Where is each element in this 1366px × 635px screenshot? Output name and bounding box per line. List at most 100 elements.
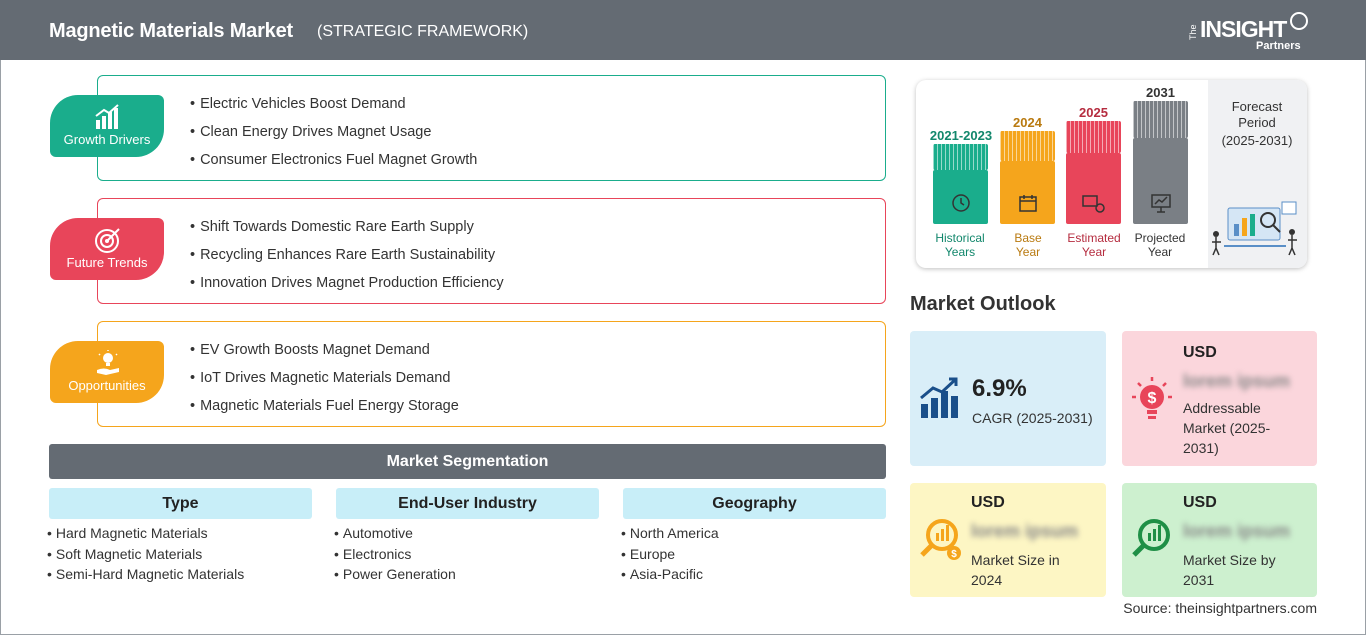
source-credit: Source: theinsightpartners.com xyxy=(1123,600,1317,616)
forecast-line: (2025-2031) xyxy=(1221,133,1293,148)
size-2031-value: lorem ipsum xyxy=(1183,521,1291,541)
addressable-market-box: $ USD lorem ipsum Addressable Market (20… xyxy=(1122,331,1317,466)
list-item: North America xyxy=(621,525,719,546)
segment-list-geography: North America Europe Asia-Pacific xyxy=(621,525,719,587)
bar-chart-growth-icon xyxy=(95,104,119,129)
timeline-bar-estimated xyxy=(1066,121,1121,224)
growth-drivers-tag: Growth Drivers xyxy=(50,95,164,157)
future-trends-card: Shift Towards Domestic Rare Earth Supply… xyxy=(97,198,886,304)
size-2024-currency: USD xyxy=(971,494,1005,511)
logo-the: The xyxy=(1188,24,1198,40)
segment-heading-geography: Geography xyxy=(623,488,886,519)
list-item: Soft Magnetic Materials xyxy=(47,546,244,567)
segment-list-end-user: Automotive Electronics Power Generation xyxy=(334,525,456,587)
calendar-icon xyxy=(1019,195,1037,212)
forecast-period-label: Forecast Period (2025-2031) xyxy=(1212,99,1302,149)
cagr-label: CAGR (2025-2031) xyxy=(972,410,1093,426)
list-item: Automotive xyxy=(334,525,456,546)
timeline-bar-projected xyxy=(1133,101,1188,224)
logo-partners: Partners xyxy=(1256,40,1301,52)
segmentation-title: Market Segmentation xyxy=(49,444,886,479)
bar-body xyxy=(1000,161,1055,224)
bar-body xyxy=(933,170,988,224)
future-trends-label: Future Trends xyxy=(66,255,148,270)
addressable-label-line: Addressable xyxy=(1183,400,1261,416)
timeline-bar-base xyxy=(1000,131,1055,224)
list-item: Shift Towards Domestic Rare Earth Supply xyxy=(190,219,504,247)
analytics-people-illustration-icon xyxy=(1212,201,1297,256)
segment-heading-end-user: End-User Industry xyxy=(336,488,599,519)
magnifier-dollar-icon: $ xyxy=(920,519,961,560)
list-item: Innovation Drives Magnet Production Effi… xyxy=(190,275,504,303)
market-outlook-title: Market Outlook xyxy=(910,293,1056,315)
list-item: Power Generation xyxy=(334,566,456,587)
bar-caption-line: Year xyxy=(1147,245,1173,259)
svg-text:$: $ xyxy=(951,549,957,560)
header-bar: Magnetic Materials Market (STRATEGIC FRA… xyxy=(0,0,1366,60)
forecast-line: Period xyxy=(1238,115,1276,130)
list-item: Magnetic Materials Fuel Energy Storage xyxy=(190,398,459,426)
growth-drivers-card: Electric Vehicles Boost Demand Clean Ene… xyxy=(97,75,886,181)
history-clock-icon xyxy=(952,194,970,212)
svg-text:$: $ xyxy=(1148,390,1157,407)
addressable-label-line: 2031) xyxy=(1183,440,1219,456)
list-item: Electronics xyxy=(334,546,456,567)
addressable-label: Addressable Market (2025- 2031) xyxy=(1183,398,1270,458)
bar-caption-base: Base Year xyxy=(992,231,1064,259)
bar-caption-line: Year xyxy=(1015,245,1041,259)
market-size-2024-box: $ USD lorem ipsum Market Size in 2024 xyxy=(910,483,1106,597)
dollar-bulb-icon: $ xyxy=(1132,377,1172,419)
page-title: Magnetic Materials Market xyxy=(49,20,293,42)
estimate-gears-icon xyxy=(1082,195,1105,213)
year-label-historical: 2021-2023 xyxy=(929,128,993,143)
growth-chart-icon xyxy=(920,377,958,418)
list-item: Europe xyxy=(621,546,719,567)
insight-partners-logo[interactable]: The INSIGHT Partners xyxy=(1186,10,1311,54)
bar-body xyxy=(1066,153,1121,224)
opportunities-label: Opportunities xyxy=(68,378,146,393)
list-item: Asia-Pacific xyxy=(621,566,719,587)
size-2031-label: Market Size by 2031 xyxy=(1183,550,1276,590)
segment-list-type: Hard Magnetic Materials Soft Magnetic Ma… xyxy=(47,525,244,587)
presentation-board-icon xyxy=(1151,194,1171,213)
size-2031-currency: USD xyxy=(1183,494,1217,511)
bar-stripes xyxy=(1066,121,1121,153)
opportunities-tag: Opportunities xyxy=(50,341,164,403)
list-item: Recycling Enhances Rare Earth Sustainabi… xyxy=(190,247,504,275)
list-item: IoT Drives Magnetic Materials Demand xyxy=(190,370,459,398)
bar-caption-projected: Projected Year xyxy=(1124,231,1196,259)
target-icon xyxy=(95,228,120,253)
bar-caption-line: Years xyxy=(944,245,976,259)
size-2024-label: Market Size in 2024 xyxy=(971,550,1060,590)
cagr-box: 6.9% CAGR (2025-2031) xyxy=(910,331,1106,466)
forecast-line: Forecast xyxy=(1231,99,1283,114)
bar-stripes xyxy=(933,144,988,170)
future-trends-list: Shift Towards Domestic Rare Earth Supply… xyxy=(190,219,504,303)
lightbulb-hand-icon xyxy=(97,350,119,375)
bar-caption-line: Projected xyxy=(1134,231,1186,245)
cagr-value: 6.9% xyxy=(972,375,1027,402)
addressable-value: lorem ipsum xyxy=(1183,371,1291,391)
size-2024-label-line: Market Size in xyxy=(971,552,1060,568)
timeline-bar-historical xyxy=(933,144,988,224)
year-label-projected: 2031 xyxy=(1146,85,1175,100)
bar-caption-line: Base xyxy=(1014,231,1042,245)
list-item: Semi-Hard Magnetic Materials xyxy=(47,566,244,587)
size-2031-label-line: 2031 xyxy=(1183,572,1215,588)
logo-brand: INSIGHT xyxy=(1200,16,1287,42)
logo-ring-icon xyxy=(1290,12,1308,30)
growth-drivers-label: Growth Drivers xyxy=(63,132,151,147)
segment-heading-type: Type xyxy=(49,488,312,519)
addressable-currency: USD xyxy=(1183,344,1217,361)
bar-caption-line: Historical xyxy=(935,231,985,245)
bar-stripes xyxy=(1133,101,1188,138)
list-item: Clean Energy Drives Magnet Usage xyxy=(190,124,477,152)
opportunities-card: EV Growth Boosts Magnet Demand IoT Drive… xyxy=(97,321,886,427)
opportunities-list: EV Growth Boosts Magnet Demand IoT Drive… xyxy=(190,342,459,426)
year-label-estimated: 2025 xyxy=(1079,105,1108,120)
list-item: Electric Vehicles Boost Demand xyxy=(190,96,477,124)
magnifier-chart-icon xyxy=(1132,519,1170,557)
size-2024-value: lorem ipsum xyxy=(971,521,1079,541)
market-size-2031-box: USD lorem ipsum Market Size by 2031 xyxy=(1122,483,1317,597)
growth-drivers-list: Electric Vehicles Boost Demand Clean Ene… xyxy=(190,96,477,180)
